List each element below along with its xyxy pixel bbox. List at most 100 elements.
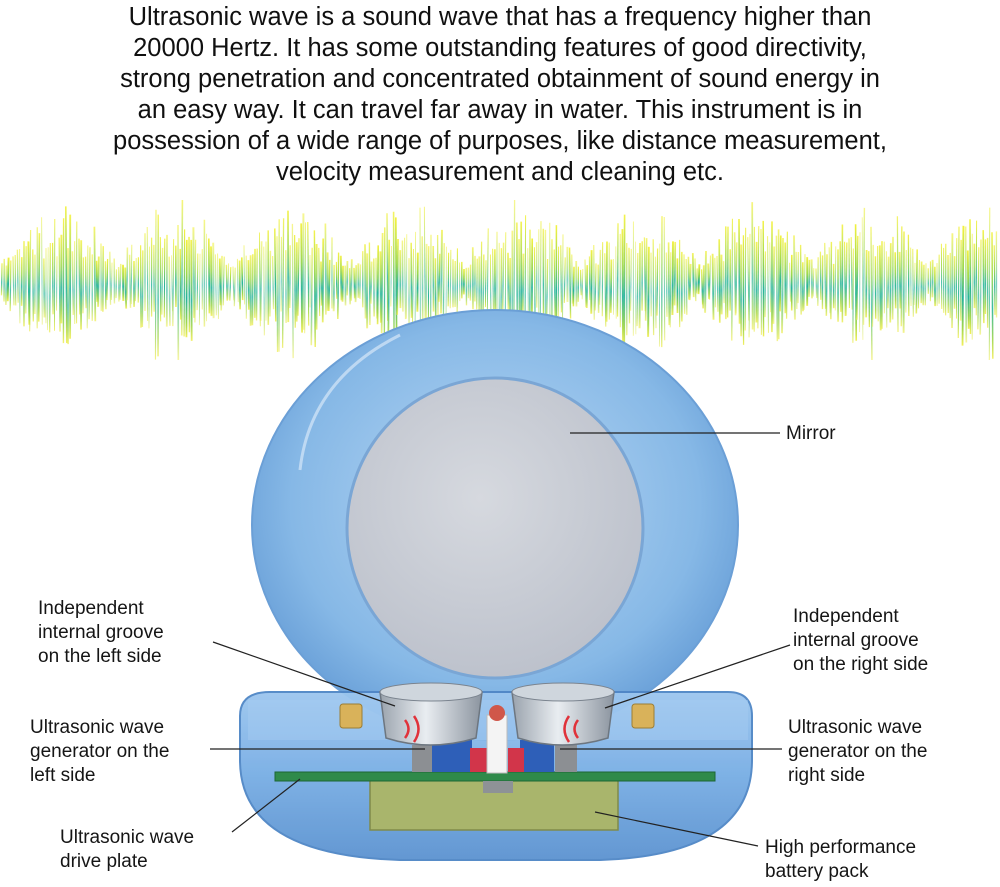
wave-stroke [154,209,157,360]
wave-stroke [218,258,222,306]
wave-stroke [484,260,487,308]
wave-stroke [16,249,19,303]
wave-stroke [877,245,879,322]
wave-stroke [964,226,968,343]
wave-stroke [421,236,424,324]
wave-stroke [404,237,406,320]
wave-stroke [227,263,230,300]
wave-stroke [318,247,321,317]
wave-stroke [337,252,340,320]
wave-stroke [194,239,197,323]
wave-stroke [172,239,175,327]
wave-stroke [350,259,353,301]
wave-stroke [803,254,806,310]
wave-stroke [368,242,371,326]
wave-stroke [263,246,265,336]
wave-stroke [379,251,382,323]
label-line: generator on the [788,741,928,762]
wave-stroke [812,268,815,297]
wave-stroke [709,255,711,300]
wave-stroke [572,266,575,307]
wave-stroke [767,236,769,333]
wave-stroke [977,247,980,330]
label-line: battery pack [765,861,869,882]
wave-stroke [781,238,784,334]
wave-stroke [348,268,351,305]
wave-stroke [320,261,323,306]
wave-stroke [748,233,751,338]
wave-stroke [401,240,404,312]
wave-stroke [210,246,213,316]
wave-stroke [691,253,695,298]
wave-stroke [386,213,389,321]
intro-line: Ultrasonic wave is a sound wave that has… [128,3,872,31]
wave-stroke [307,222,310,326]
wave-stroke [685,258,688,315]
wave-stroke [886,256,890,309]
intro-line: strong penetration and concentrated obta… [120,65,880,93]
wave-stroke [124,267,128,309]
wave-stroke [896,216,899,333]
wave-stroke [697,264,701,295]
wave-stroke [168,256,171,326]
wave-stroke [259,241,263,321]
label-mirror: Mirror [786,422,836,446]
wave-stroke [643,237,646,312]
label-line: left side [30,765,96,786]
wave-stroke [161,247,164,315]
label-line: Independent [793,606,899,627]
wave-stroke [97,256,100,307]
wave-stroke [644,238,648,321]
wave-stroke [830,241,833,320]
wave-stroke [332,264,336,312]
wave-stroke [982,230,985,324]
groove-left-cup [379,691,483,746]
wave-stroke [501,242,505,315]
wave-stroke [440,229,443,314]
wave-stroke [828,247,831,314]
wave-stroke [492,248,494,315]
wave-stroke [979,239,982,335]
wave-stroke [769,242,771,313]
wave-stroke [229,267,232,301]
wave-stroke [991,232,994,359]
wave-stroke [861,217,864,340]
wave-stroke [48,243,52,333]
wave-stroke [238,260,242,310]
wave-stroke [553,249,556,320]
intro-line: velocity measurement and cleaning etc. [276,158,724,186]
wave-stroke [281,218,285,348]
wave-stroke [0,263,3,296]
wave-stroke [438,253,441,302]
wave-stroke [37,233,41,322]
wave-stroke [654,256,657,329]
wave-stroke [844,241,846,317]
wave-stroke [568,247,572,319]
wave-stroke [271,256,275,310]
wave-stroke [702,265,705,309]
wave-stroke [688,263,692,301]
label-groove-right: Independent internal groove on the right… [793,605,928,677]
wave-stroke [482,254,485,318]
wave-stroke [486,228,489,324]
wave-stroke [214,254,217,316]
wave-stroke [656,248,659,316]
label-line: drive plate [60,851,148,872]
wave-stroke [560,245,562,313]
wave-stroke [128,254,132,308]
wave-stroke [824,242,826,309]
wave-stroke [179,248,182,320]
wave-stroke [274,228,277,322]
leader-battery [594,811,759,847]
wave-stroke [425,243,428,320]
mirror [345,376,645,680]
wave-stroke [704,250,707,313]
wave-stroke [313,230,316,348]
label-drive-plate: Ultrasonic wave drive plate [60,826,194,874]
wave-stroke [394,217,398,348]
label-line: Independent [38,598,144,619]
wave-stroke [665,252,668,317]
wave-stroke [714,257,717,308]
wave-stroke [207,238,211,314]
